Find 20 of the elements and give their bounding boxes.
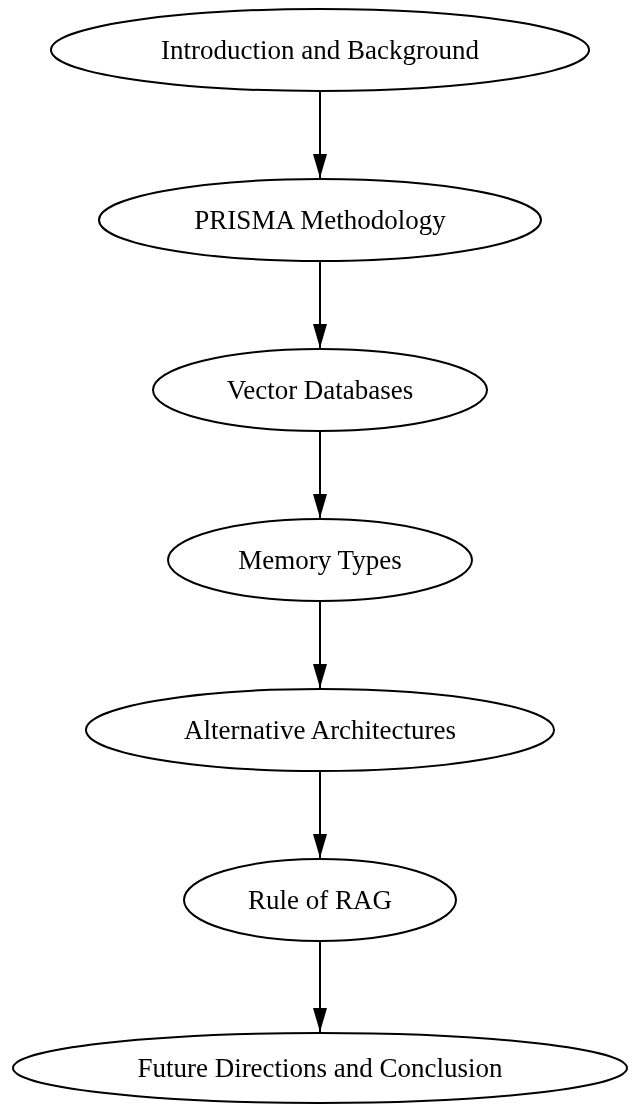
arrow (313, 431, 327, 519)
oval-node (167, 518, 473, 602)
oval-node (12, 1032, 628, 1104)
oval-node (98, 178, 542, 262)
arrow (313, 601, 327, 689)
node-label: Vector Databases (226, 374, 414, 406)
node-label: PRISMA Methodology (194, 204, 446, 236)
arrow (313, 91, 327, 179)
node-label: Future Directions and Conclusion (137, 1052, 503, 1084)
node-label: Memory Types (238, 544, 402, 576)
arrow (313, 261, 327, 349)
oval-node (152, 348, 488, 432)
oval-node (85, 688, 555, 772)
oval-node (50, 8, 590, 92)
node-label: Introduction and Background (161, 34, 479, 66)
arrow (313, 771, 327, 859)
node-label: Alternative Architectures (183, 714, 457, 746)
oval-node (183, 858, 457, 942)
arrow (313, 941, 327, 1033)
node-label: Rule of RAG (248, 884, 392, 916)
